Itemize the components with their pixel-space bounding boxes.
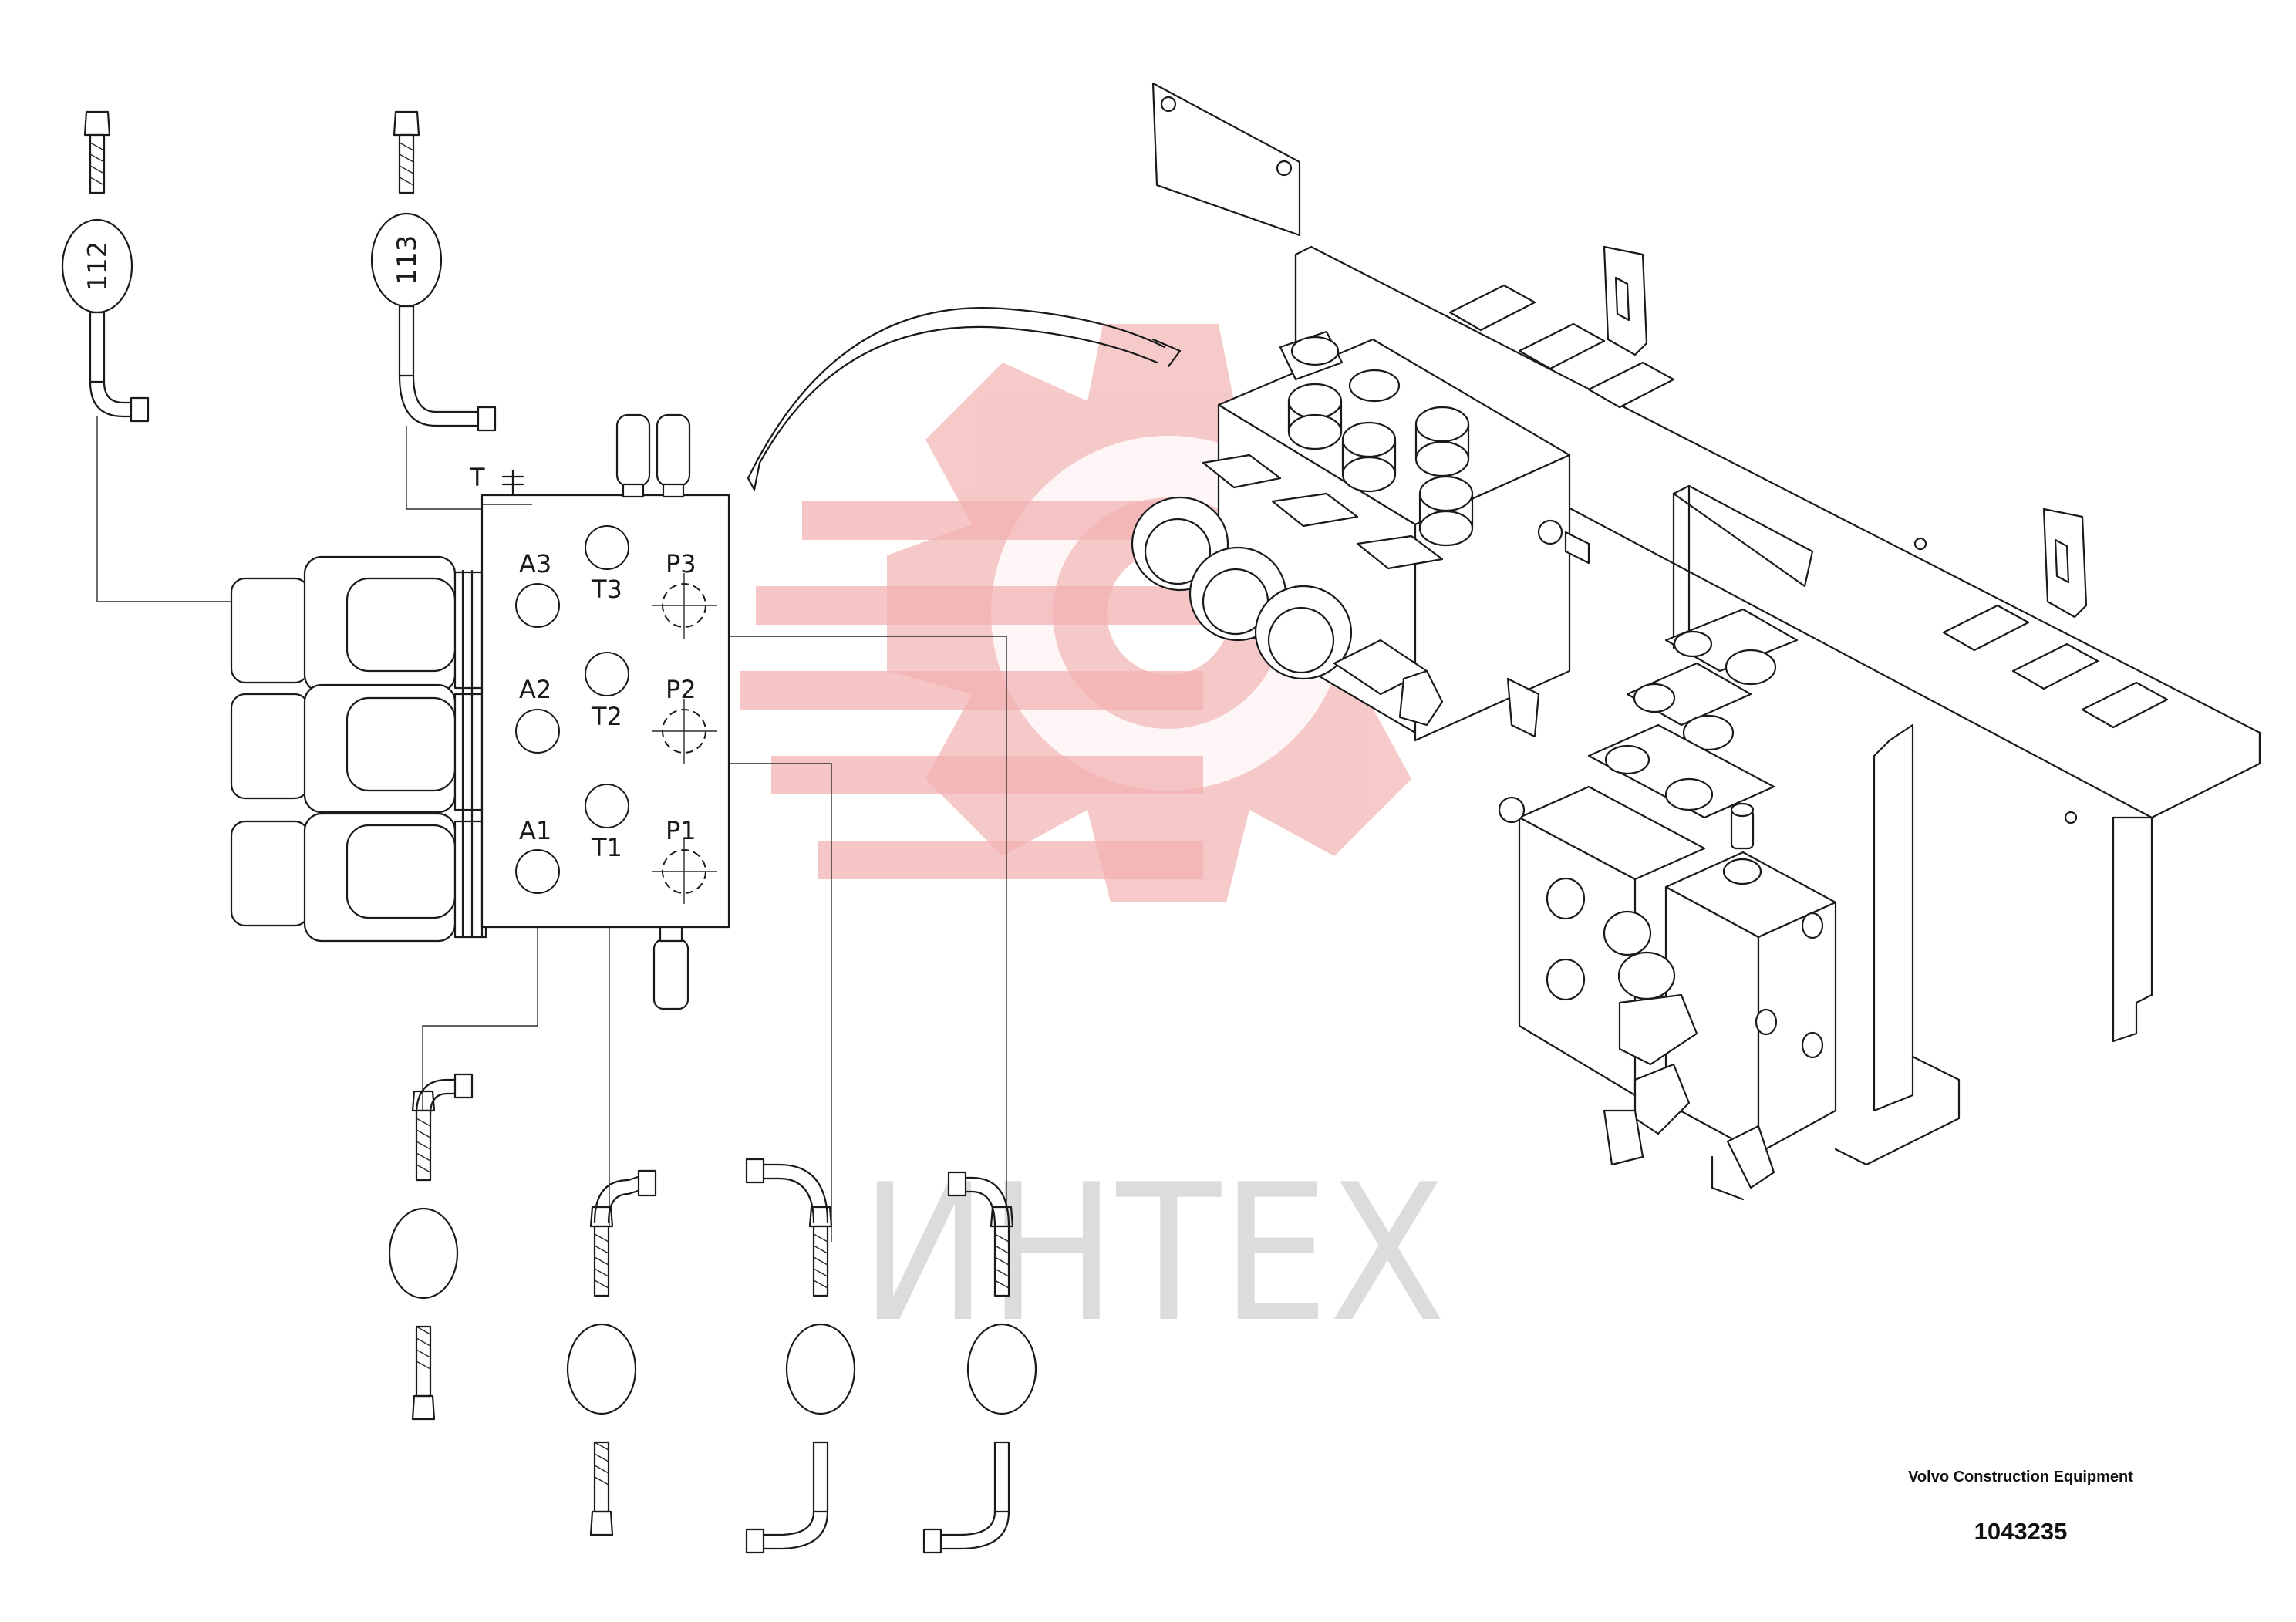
upper-valve-block <box>1131 330 1590 742</box>
ports <box>515 525 717 904</box>
curved-arrow <box>747 307 1182 491</box>
hose-112 <box>61 110 150 423</box>
port-label-t2: T2 <box>591 702 622 731</box>
port-label-a3: A3 <box>519 549 551 578</box>
port-a2 <box>515 709 560 754</box>
port-label-p1: P1 <box>666 816 696 845</box>
hose-113 <box>370 110 497 432</box>
hose-t1 <box>566 1169 657 1536</box>
port-label-a1: A1 <box>519 816 551 845</box>
solenoid-stack <box>230 555 487 943</box>
hose-p2 <box>922 1171 1037 1554</box>
port-label-p3: P3 <box>666 549 696 578</box>
port-a3 <box>515 583 560 628</box>
footer-part-number: 1043235 <box>1974 1518 2068 1545</box>
port-label-t1: T1 <box>591 833 622 862</box>
hose-a2 <box>745 1158 856 1554</box>
lower-valve-block <box>1498 608 1837 1201</box>
hose-label-113: 113 <box>392 235 423 285</box>
upper-solenoids <box>1131 454 1444 727</box>
hose-label-112: 112 <box>83 241 113 292</box>
port-t3 <box>585 525 629 570</box>
port-t2 <box>585 652 629 696</box>
footer-company-name: Volvo Construction Equipment <box>1908 1469 2133 1485</box>
upper-fittings <box>1279 330 1590 565</box>
port-a1 <box>515 849 560 894</box>
port-t1 <box>585 784 629 828</box>
hose-a1 <box>388 1073 474 1421</box>
mounting-bracket <box>1151 82 2261 1166</box>
port-label-a2: A2 <box>519 675 551 704</box>
port-label-t3: T3 <box>591 575 622 604</box>
port-label-t: T <box>469 463 485 492</box>
port-label-p2: P2 <box>666 675 696 704</box>
